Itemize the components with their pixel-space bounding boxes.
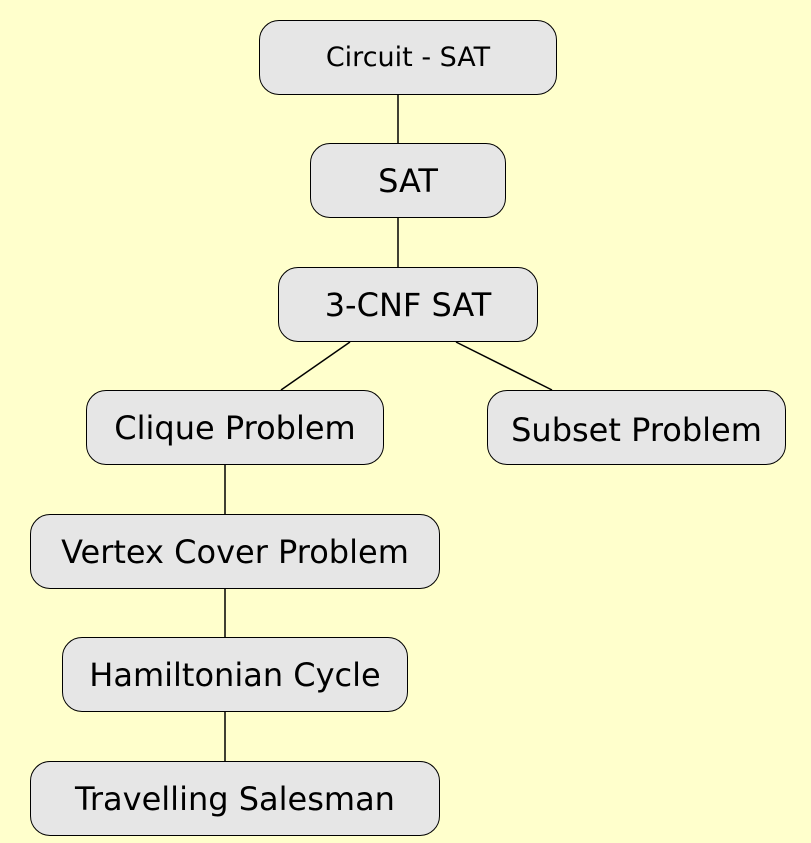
node-hamiltonian-cycle: Hamiltonian Cycle (62, 637, 408, 712)
node-subset-problem-label: Subset Problem (511, 410, 762, 449)
node-vertex-cover-problem-label: Vertex Cover Problem (61, 532, 409, 571)
node-travelling-salesman: Travelling Salesman (30, 761, 440, 836)
node-vertex-cover-problem: Vertex Cover Problem (30, 514, 440, 589)
node-clique-problem: Clique Problem (86, 390, 384, 465)
node-subset-problem: Subset Problem (487, 390, 786, 465)
node-3cnf-sat: 3-CNF SAT (278, 267, 538, 342)
node-sat-label: SAT (378, 161, 438, 200)
node-circuit-sat: Circuit - SAT (259, 20, 557, 95)
node-hamiltonian-cycle-label: Hamiltonian Cycle (89, 655, 381, 694)
node-sat: SAT (310, 143, 506, 218)
node-clique-problem-label: Clique Problem (114, 408, 356, 447)
edge-3cnf-sat-to-clique (280, 341, 351, 391)
node-circuit-sat-label: Circuit - SAT (325, 42, 491, 73)
edge-3cnf-sat-to-subset (455, 341, 553, 391)
node-3cnf-sat-label: 3-CNF SAT (324, 285, 492, 324)
node-travelling-salesman-label: Travelling Salesman (75, 779, 395, 818)
